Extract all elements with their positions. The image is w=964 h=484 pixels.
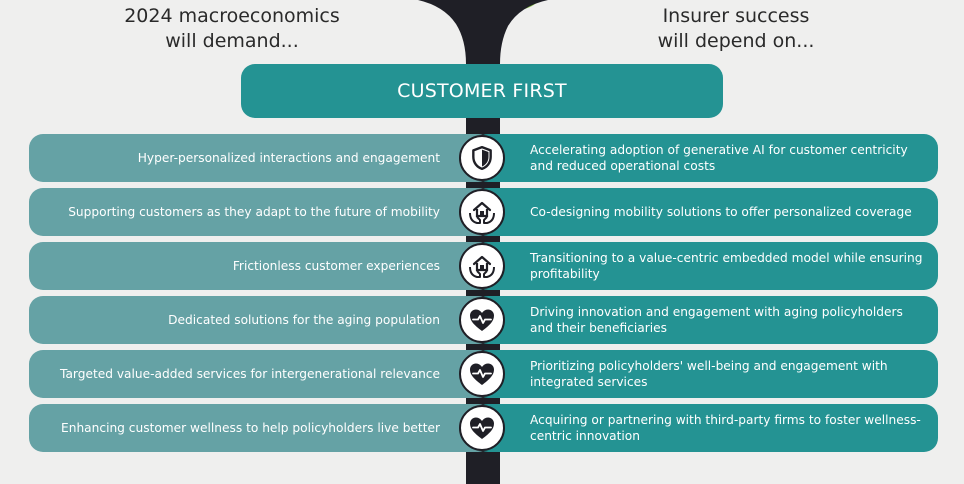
row: Frictionless customer experiences Transi…	[0, 242, 964, 290]
success-pill: Co-designing mobility solutions to offer…	[474, 188, 938, 236]
demand-pill: Enhancing customer wellness to help poli…	[29, 404, 492, 452]
left-header: 2024 macroeconomics will demand...	[82, 4, 382, 54]
success-pill: Accelerating adoption of generative AI f…	[474, 134, 938, 182]
heart-pulse-icon	[470, 417, 494, 439]
demand-text: Enhancing customer wellness to help poli…	[61, 421, 440, 435]
icon-circle	[459, 243, 505, 289]
left-header-line2: will demand...	[165, 30, 299, 52]
heart-pulse-icon	[470, 363, 494, 385]
demand-text: Targeted value-added services for interg…	[60, 367, 440, 381]
success-pill: Transitioning to a value-centric embedde…	[474, 242, 938, 290]
row: Dedicated solutions for the aging popula…	[0, 296, 964, 344]
demand-pill: Dedicated solutions for the aging popula…	[29, 296, 492, 344]
right-header: Insurer success will depend on...	[586, 4, 886, 54]
success-pill: Acquiring or partnering with third-party…	[474, 404, 938, 452]
success-pill: Prioritizing policyholders' well-being a…	[474, 350, 938, 398]
success-text: Acquiring or partnering with third-party…	[530, 413, 921, 443]
demand-pill: Hyper-personalized interactions and enga…	[29, 134, 492, 182]
banner-label: CUSTOMER FIRST	[397, 80, 567, 102]
customer-first-banner: CUSTOMER FIRST	[241, 64, 723, 118]
demand-pill: Supporting customers as they adapt to th…	[29, 188, 492, 236]
demand-pill: Targeted value-added services for interg…	[29, 350, 492, 398]
house-hands-icon	[469, 255, 495, 278]
shield-icon	[472, 145, 492, 171]
success-text: Driving innovation and engagement with a…	[530, 305, 903, 335]
house-hands-icon	[469, 201, 495, 224]
right-header-line1: Insurer success	[662, 5, 810, 27]
success-text: Accelerating adoption of generative AI f…	[530, 143, 908, 173]
success-text: Co-designing mobility solutions to offer…	[530, 205, 912, 219]
row: Supporting customers as they adapt to th…	[0, 188, 964, 236]
demand-pill: Frictionless customer experiences	[29, 242, 492, 290]
right-header-line2: will depend on...	[657, 30, 815, 52]
success-text: Transitioning to a value-centric embedde…	[530, 251, 923, 281]
icon-circle	[459, 297, 505, 343]
demand-text: Hyper-personalized interactions and enga…	[137, 151, 440, 165]
success-pill: Driving innovation and engagement with a…	[474, 296, 938, 344]
icon-circle	[459, 351, 505, 397]
demand-text: Dedicated solutions for the aging popula…	[168, 313, 440, 327]
row: Enhancing customer wellness to help poli…	[0, 404, 964, 452]
row: Targeted value-added services for interg…	[0, 350, 964, 398]
heart-pulse-icon	[470, 309, 494, 331]
left-header-line1: 2024 macroeconomics	[124, 5, 340, 27]
icon-circle	[459, 405, 505, 451]
demand-text: Frictionless customer experiences	[232, 259, 440, 273]
icon-circle	[459, 135, 505, 181]
success-text: Prioritizing policyholders' well-being a…	[530, 359, 888, 389]
icon-circle	[459, 189, 505, 235]
trunk-top	[418, 0, 548, 64]
row: Hyper-personalized interactions and enga…	[0, 134, 964, 182]
demand-text: Supporting customers as they adapt to th…	[68, 205, 440, 219]
